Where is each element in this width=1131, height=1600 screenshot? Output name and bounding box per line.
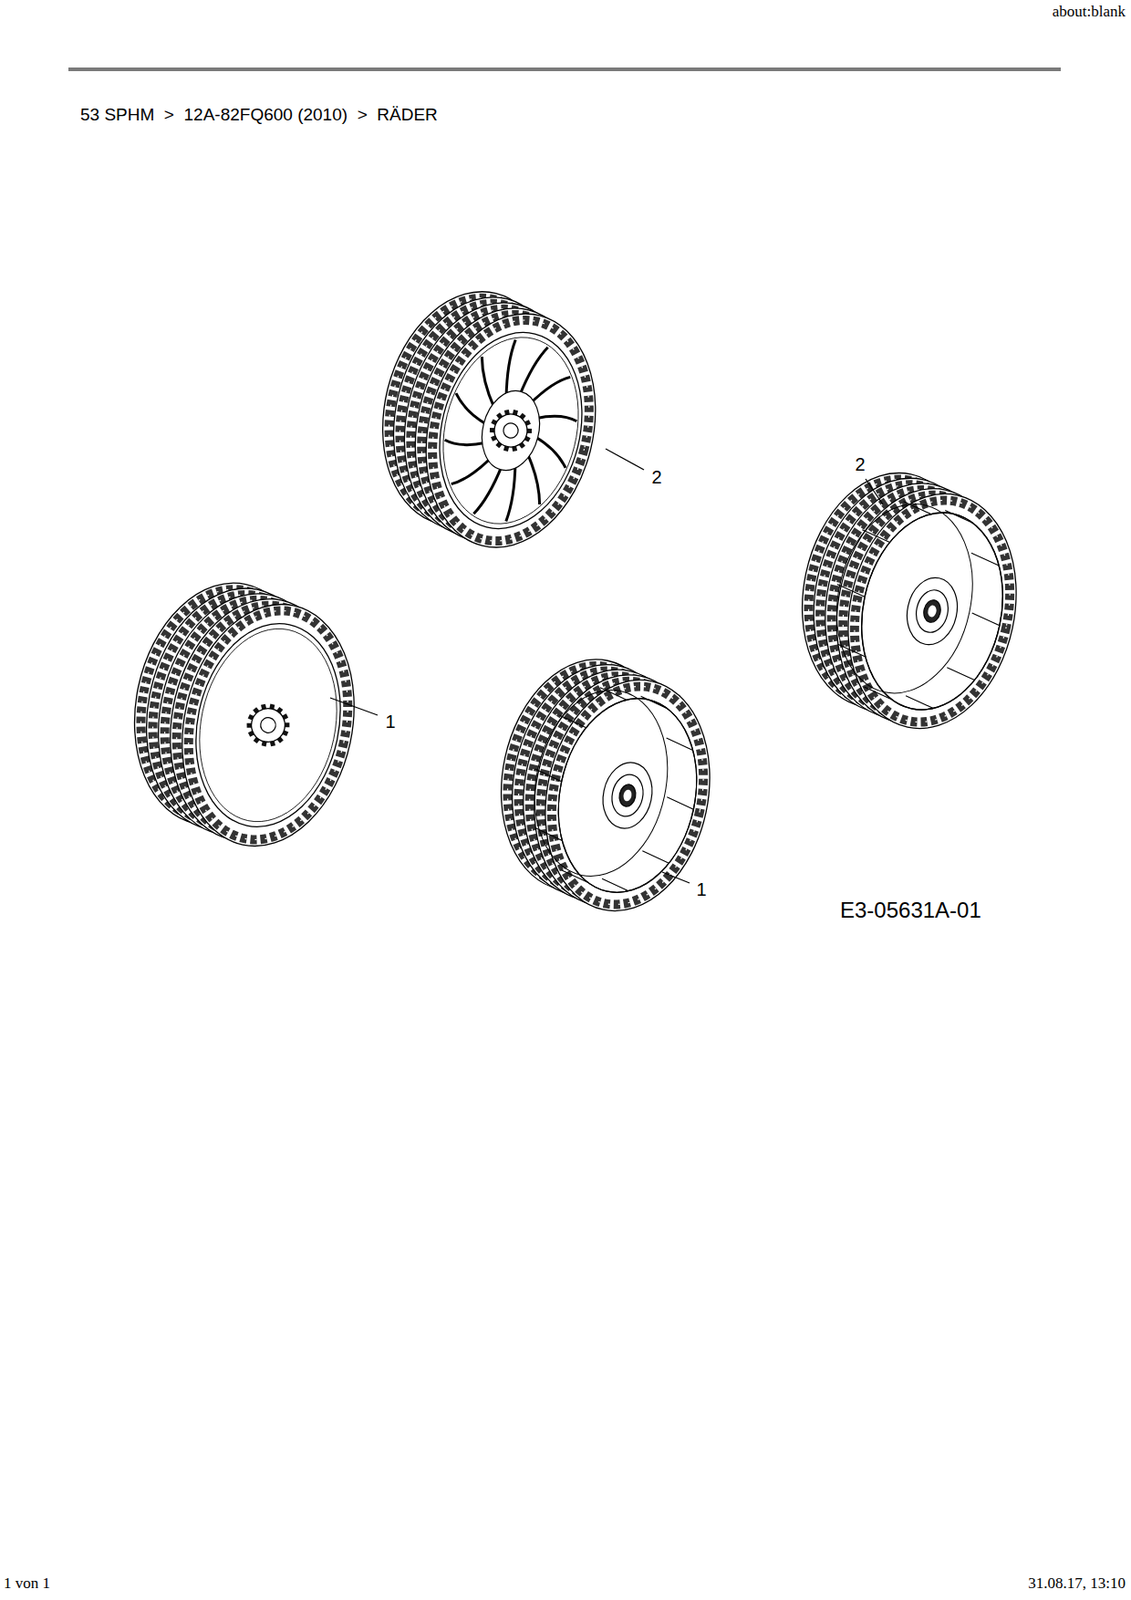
rim <box>540 684 714 905</box>
rim <box>419 317 602 544</box>
spoke <box>500 339 521 398</box>
rim-rib <box>861 529 892 543</box>
axle-hole <box>259 715 278 735</box>
axle-hole <box>622 788 633 802</box>
tire-outline <box>827 477 1038 745</box>
tire-outline <box>524 664 730 927</box>
rim-rib <box>601 878 631 892</box>
rim-edge <box>540 684 714 905</box>
hub-plate <box>474 384 549 478</box>
rim-rib <box>558 715 588 728</box>
tire-outline <box>160 588 376 862</box>
hub <box>901 572 964 650</box>
page-count: 1 von 1 <box>3 1574 51 1593</box>
hub <box>617 782 638 808</box>
callout-number: 2 <box>651 466 662 488</box>
rim-rib <box>904 695 935 709</box>
tread-detail <box>834 485 1030 737</box>
hub <box>597 757 659 833</box>
tire-outline <box>402 295 620 566</box>
hub <box>922 598 944 624</box>
wheel <box>477 643 733 927</box>
tread-blocks <box>532 672 724 919</box>
leader-lines <box>330 448 883 883</box>
callout-number: 1 <box>384 711 395 733</box>
axle-hole <box>926 604 938 619</box>
leader-line <box>865 478 883 505</box>
callout-number: 1 <box>695 879 706 901</box>
hub <box>912 586 952 635</box>
wheel-drawings <box>110 273 1039 927</box>
axle-hole <box>501 421 520 440</box>
wheel <box>110 566 378 862</box>
rim-rib <box>598 687 628 701</box>
tread-detail <box>167 595 368 855</box>
gear-hub <box>490 410 531 451</box>
header-rule <box>68 67 1061 72</box>
rim-back <box>518 677 685 889</box>
tread-blocks <box>167 595 368 855</box>
leader-line <box>662 871 690 883</box>
drawing-number: E3-05631A-01 <box>840 897 982 924</box>
print-date: 31.08.17, 13:10 <box>1027 1574 1126 1593</box>
tread-detail <box>532 672 724 919</box>
gear-hub <box>248 705 289 746</box>
rim-rib <box>641 850 671 864</box>
hub <box>608 771 647 820</box>
spoke <box>500 463 521 522</box>
rim-rib <box>835 584 866 598</box>
rim-edge <box>843 498 1020 723</box>
wheel <box>778 456 1039 745</box>
rim-ring <box>424 322 598 539</box>
rim-ring <box>182 615 354 835</box>
rim <box>177 610 359 841</box>
tread-blocks <box>834 485 1030 737</box>
rim <box>843 498 1020 723</box>
rim-rib <box>970 612 1001 626</box>
tread-blocks <box>410 303 613 559</box>
rim-back <box>819 491 990 706</box>
rim-rib <box>945 667 976 681</box>
leader-line <box>330 697 378 716</box>
rim-rib <box>533 768 563 782</box>
spoke <box>535 410 577 429</box>
rim-rib <box>665 797 696 810</box>
callout-number: 2 <box>854 454 865 476</box>
rim-rib <box>902 501 933 515</box>
spoke <box>444 433 486 452</box>
tread-detail <box>410 303 613 559</box>
rim-rib <box>836 643 867 657</box>
rim-rib <box>534 828 564 841</box>
browser-header: about:blank <box>1052 2 1126 21</box>
leader-line <box>605 448 644 470</box>
breadcrumb-title: 53 SPHM > 12A-82FQ600 (2010) > RÄDER <box>80 104 438 125</box>
wheel <box>356 273 623 566</box>
